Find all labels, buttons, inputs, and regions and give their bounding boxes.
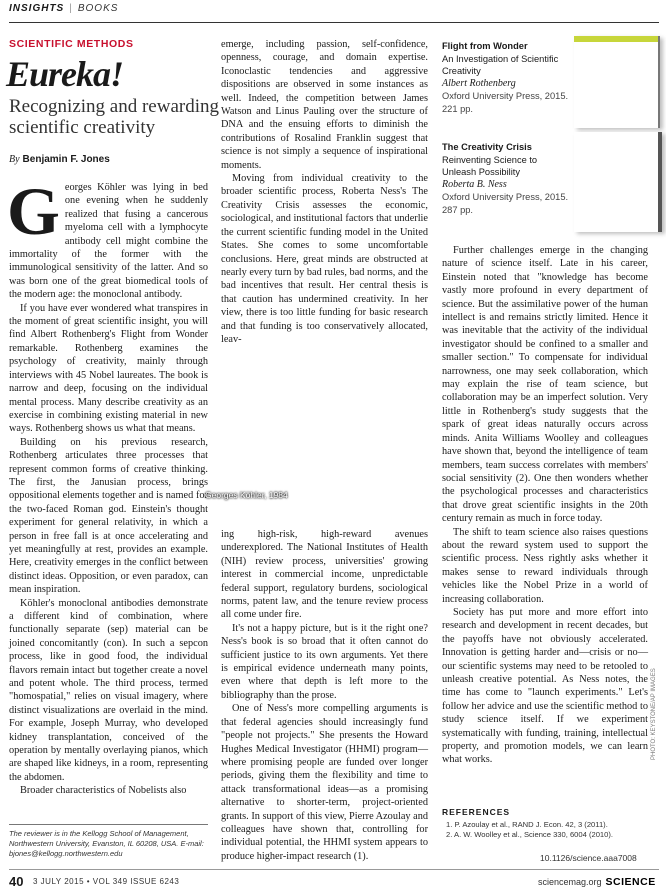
header-rule [9, 22, 659, 23]
photo-credit: PHOTO: KEYSTONE/AP IMAGES [651, 668, 657, 760]
book-author: Albert Rothenberg [442, 77, 516, 89]
paragraph: Further challenges emerge in the changin… [442, 245, 648, 525]
drop-cap: G [7, 173, 60, 249]
kicker: SCIENTIFIC METHODS [9, 38, 134, 50]
column-2: emerge, including passion, self-confiden… [221, 38, 428, 346]
article-subtitle: Recognizing and rewarding scientific cre… [9, 96, 219, 138]
book-publisher: Oxford University Press, 2015. 287 pp. [442, 192, 569, 215]
paragraph: Society has put more and more effort int… [442, 606, 648, 766]
paragraph: Broader characteristics of Nobelists als… [20, 785, 187, 797]
paragraph: It's not a happy picture, but is it the … [221, 622, 428, 701]
section-label: INSIGHTS [9, 3, 65, 14]
reference-item: 2. A. W. Woolley et al., Science 330, 60… [446, 830, 614, 839]
section-header: INSIGHTS|BOOKS [9, 3, 119, 14]
paragraph: The shift to team science also raises qu… [442, 526, 648, 605]
book-title: Flight from Wonder [442, 41, 528, 51]
site-url: sciencemag.org [538, 877, 602, 887]
book-title: The Creativity Crisis [442, 142, 532, 152]
book-subtitle: An Investigation of Scientific Creativit… [442, 53, 559, 77]
reference-item: 1. P. Azoulay et al., RAND J. Econ. 42, … [446, 820, 608, 829]
brand-name: SCIENCE [605, 876, 656, 888]
paragraph: Building on his previous research, Rothe… [9, 436, 208, 596]
book-info-1: Flight from Wonder An Investigation of S… [442, 40, 572, 115]
book-subtitle: Reinventing Science to Unleash Possibili… [442, 154, 538, 178]
references-list: 1. P. Azoulay et al., RAND J. Econ. 42, … [446, 820, 613, 840]
issue-info: 3 JULY 2015 • VOL 349 ISSUE 6243 [33, 877, 180, 886]
paragraph: One of Ness's more compelling arguments … [221, 703, 428, 862]
photo-caption: Georges Köhler, 1984 [205, 490, 288, 500]
book-author: Roberta B. Ness [442, 178, 507, 190]
column-3: Further challenges emerge in the changin… [442, 244, 648, 767]
doi: 10.1126/science.aaa7008 [540, 853, 637, 863]
paragraph: Moving from individual creativity to the… [221, 173, 428, 345]
book-publisher: Oxford University Press, 2015. 221 pp. [442, 91, 569, 114]
reviewer-note: The reviewer is in the Kellogg School of… [9, 829, 204, 859]
column-2-lower: ing high-risk, high-reward avenues under… [221, 528, 428, 863]
author-name: Benjamin F. Jones [22, 154, 110, 165]
book-cover-1 [574, 36, 660, 128]
paragraph: If you have ever wondered what transpire… [9, 302, 208, 435]
references-heading: REFERENCES [442, 807, 511, 817]
article-title: Eureka! [6, 54, 124, 94]
book-info-2: The Creativity Crisis Reinventing Scienc… [442, 141, 572, 216]
paragraph: emerge, including passion, self-confiden… [221, 39, 428, 171]
page-number: 40 [9, 874, 24, 889]
book-cover-accent [574, 36, 658, 42]
paragraph: Köhler's monoclonal antibodies demonstra… [9, 597, 208, 783]
footer-rule [9, 869, 659, 870]
section-subtitle: BOOKS [77, 3, 119, 14]
book-cover-2 [574, 132, 662, 232]
paragraph: ing high-risk, high-reward avenues under… [221, 529, 428, 621]
reviewer-rule [9, 824, 208, 825]
